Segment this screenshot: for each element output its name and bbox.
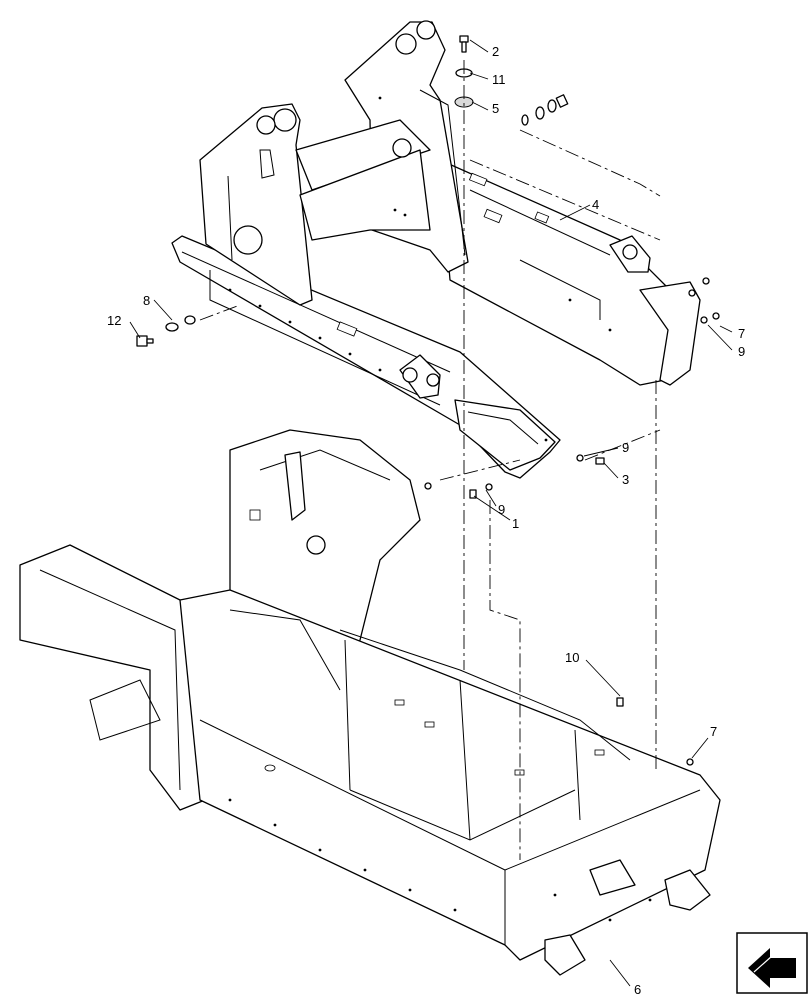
- callout-11: 11: [492, 72, 506, 87]
- callout-8: 8: [143, 293, 150, 308]
- hardware-lower: [616, 697, 694, 766]
- assembly-centerlines: [199, 60, 661, 860]
- lower-chassis: [19, 429, 721, 976]
- callout-5: 5: [492, 101, 499, 116]
- callout-7-lower: 7: [710, 724, 717, 739]
- callout-1: 1: [512, 516, 519, 531]
- callout-10: 10: [565, 650, 579, 665]
- arrow-icon[interactable]: [736, 932, 808, 994]
- callout-4: 4: [592, 197, 599, 212]
- callout-6: 6: [634, 982, 641, 997]
- callout-labels: 2 11 5 4 12 8 7 9 9 3 9 1 10 7 6: [107, 44, 745, 997]
- nut-7-lower: [686, 758, 694, 766]
- fasteners-bottom: [424, 454, 605, 499]
- bolt-2: [459, 35, 469, 53]
- upper-loader-frame: [171, 20, 701, 479]
- callout-2: 2: [492, 44, 499, 59]
- callout-9-lower: 9: [498, 502, 505, 517]
- bolt-stack-top: [521, 94, 569, 126]
- bolt-12-washers-8: [136, 315, 196, 347]
- bolt-10: [616, 697, 624, 707]
- callout-leaders: [129, 39, 733, 987]
- callout-3: 3: [622, 472, 629, 487]
- callout-9-right: 9: [622, 440, 629, 455]
- callout-9-upper: 9: [738, 344, 745, 359]
- frame-holes: [228, 96, 612, 442]
- chassis-holes: [228, 699, 652, 922]
- callout-12: 12: [107, 313, 121, 328]
- callout-7-upper: 7: [738, 326, 745, 341]
- fasteners-right-upper: [688, 277, 720, 324]
